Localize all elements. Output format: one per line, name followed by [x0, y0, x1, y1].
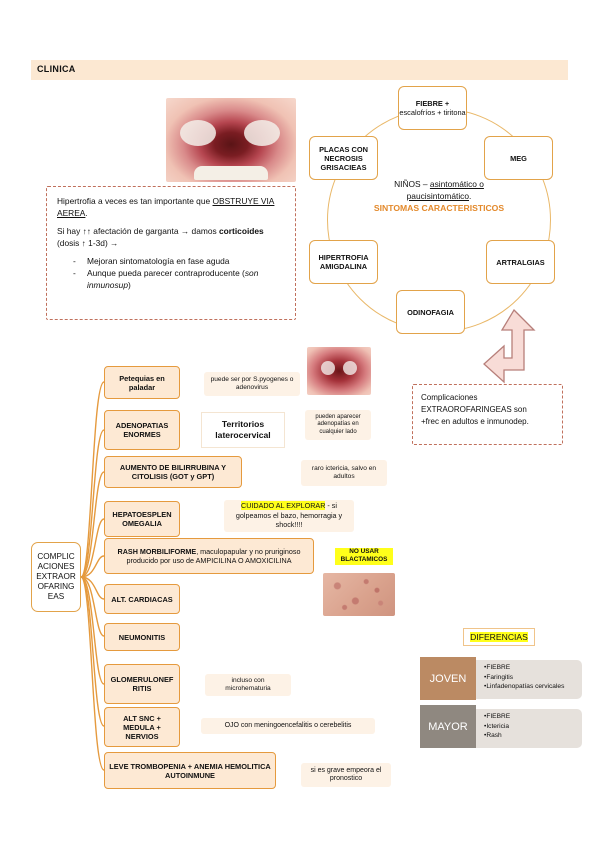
symptom-odinofagia: ODINOFAGIA	[396, 290, 465, 334]
node-glomerulonefritis: GLOMERULONEF RITIS	[104, 664, 180, 704]
node-petequias: Petequias en paladar	[104, 366, 180, 399]
complicaciones-root: COMPLIC ACIONES EXTRAOR OFARING EAS	[31, 542, 81, 612]
note-hepato: CUIDADO AL EXPLORAR - si golpeamos el ba…	[224, 500, 354, 532]
highlight-text: CUIDADO AL EXPLORAR	[241, 501, 326, 510]
joven-label: JOVEN	[420, 657, 476, 700]
teeth	[194, 166, 268, 180]
symptom-label: FIEBRE +	[415, 99, 450, 108]
node-rash: RASH MORBILIFORME, maculopapular y no pr…	[104, 538, 314, 574]
note-petequias: puede ser por S.pyogenes o adenovirus	[204, 372, 300, 396]
symptom-label: MEG	[510, 153, 527, 163]
cycle-center-line: NIÑOS – asintomático o paucisintomático.	[394, 179, 484, 201]
symptom-label: ODINOFAGIA	[407, 307, 454, 317]
rash-photo	[323, 573, 395, 616]
symptom-hipertrofia: HIPERTROFIA AMIGDALINA	[309, 240, 378, 284]
diferencias-title-text: DIFERENCIAS	[470, 632, 528, 642]
symptom-label: HIPERTROFIA AMIGDALINA	[318, 253, 369, 271]
no-usar-betalactamicos: NO USAR BLACTAMICOS	[335, 548, 393, 565]
list-item: FIEBRE	[484, 712, 576, 722]
note-line: EXTRAOROFARINGEAS son	[421, 405, 527, 414]
mayor-list: FIEBRE Ictericia Rash	[460, 709, 582, 748]
rash-text: RASH MORBILIFORME, maculopapular y no pr…	[117, 547, 301, 565]
note-line: +frec en adultos e inmunodep.	[421, 417, 529, 426]
list-item: Mejoran sintomatología en fase aguda	[73, 255, 285, 267]
complicaciones-note: Complicaciones EXTRAOROFARINGEAS son +fr…	[412, 384, 563, 445]
section-header: CLINICA	[31, 60, 568, 80]
section-title: CLINICA	[37, 64, 76, 74]
node-bilirrubina: AUMENTO DE BILIRRUBINA Y CITOLISIS (GOT …	[104, 456, 242, 488]
list-item: Ictericia	[484, 722, 576, 732]
note-trombopenia: si es grave empeora el pronostico	[301, 763, 391, 787]
list-item: FIEBRE	[484, 663, 576, 673]
tonsil-left	[321, 361, 335, 375]
list-item: Aunque pueda parecer contraproducente (s…	[73, 267, 285, 291]
node-cardiacas: ALT. CARDIACAS	[104, 584, 180, 614]
node-neumonitis: NEUMONITIS	[104, 623, 180, 651]
cycle-center-title: SINTOMAS CARACTERISTICOS	[373, 203, 505, 213]
node-hepatoesplenomegalia: HEPATOESPLEN OMEGALIA	[104, 501, 180, 537]
mayor-label: MAYOR	[420, 705, 476, 748]
symptom-meg: MEG	[484, 136, 553, 180]
hipertrofia-paragraph-1: Hipertrofia a veces es tan importante qu…	[57, 196, 275, 218]
tonsil-exudate-left	[180, 120, 216, 146]
note-adenopatias: pueden aparecer adenopatías en cualquier…	[305, 410, 371, 440]
node-adenopatias: ADENOPATIAS ENORMES	[104, 410, 180, 450]
note-text: - si golpeamos el bazo, hemorragia y sho…	[235, 501, 343, 529]
list-item: Faringitis	[484, 673, 576, 683]
joven-list: FIEBRE Faringitis Linfadenopatías cervic…	[460, 660, 582, 699]
bent-arrow-icon	[483, 308, 536, 384]
symptom-sublabel: escalofríos + tiritona	[399, 108, 466, 117]
node-snc: ALT SNC + MEDULA + NERVIOS	[104, 707, 180, 747]
tonsil-exudate-right	[244, 120, 280, 146]
territorios-label: Territorios laterocervical	[201, 412, 285, 448]
symptom-placas: PLACAS CON NECROSIS GRISACIEAS	[309, 136, 378, 180]
note-glomerulo: incluso con microhematuria	[205, 674, 291, 696]
note-snc: OJO con meningoencefalitis o cerebelitis	[201, 718, 375, 734]
petequias-photo	[307, 347, 371, 395]
list-item: Linfadenopatías cervicales	[484, 682, 576, 692]
symptom-label: ARTRALGIAS	[496, 257, 545, 267]
symptom-label: PLACAS CON NECROSIS GRISACIEAS	[319, 144, 368, 172]
hipertrofia-list: Mejoran sintomatología en fase aguda Aun…	[57, 255, 285, 291]
list-item: Rash	[484, 731, 576, 741]
cycle-center-text: NIÑOS – asintomático o paucisintomático.…	[366, 178, 512, 214]
tonsillitis-photo	[166, 98, 296, 182]
note-bilirrubina: raro ictericia, salvo en adultos	[301, 460, 387, 486]
diferencias-title: DIFERENCIAS	[463, 628, 535, 646]
node-trombopenia: LEVE TROMBOPENIA + ANEMIA HEMOLITICA AUT…	[104, 752, 276, 789]
symptom-artralgias: ARTRALGIAS	[486, 240, 555, 284]
hipertrofia-note: Hipertrofia a veces es tan importante qu…	[46, 186, 296, 320]
note-line: Complicaciones	[421, 393, 478, 402]
tonsil-right	[343, 361, 357, 375]
hipertrofia-paragraph-2: Si hay ↑↑ afectación de garganta → damos…	[57, 226, 264, 248]
symptom-fiebre: FIEBRE + escalofríos + tiritona	[398, 86, 467, 130]
